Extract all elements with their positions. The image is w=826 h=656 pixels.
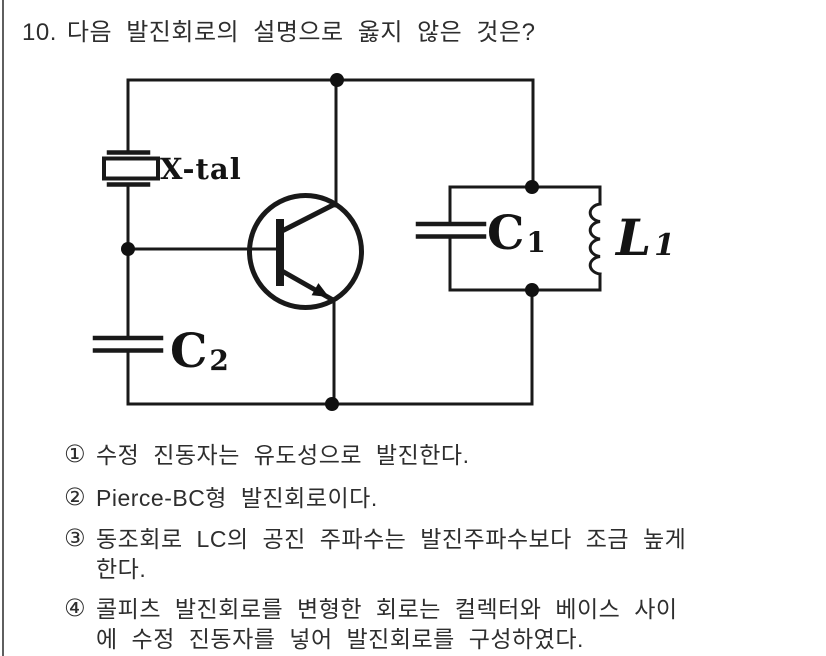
l1-main: L [614, 208, 651, 267]
c2-sub: 2 [209, 344, 228, 377]
question-text: 다음 발진회로의 설명으로 옳지 않은 것은? [66, 19, 536, 46]
capacitor-c1-label: C1 [487, 206, 546, 261]
page-left-border [2, 0, 4, 656]
option-4-text-line-2: 에 수정 진동자를 넣어 발진회로를 구성하였다. [96, 626, 584, 652]
option-4: ④ 콜피츠 발진회로를 변형한 회로는 컬렉터와 베이스 사이 에 수정 진동자… [64, 594, 812, 654]
inductor-l1-symbol [588, 185, 602, 292]
crystal-symbol [102, 150, 160, 187]
question-title: 10. 다음 발진회로의 설명으로 옳지 않은 것은? [22, 12, 802, 47]
capacitor-c2-symbol [92, 335, 164, 353]
option-3-text-line-1: 동조회로 LC의 공진 주파수는 발진주파수보다 조금 높게 [96, 526, 687, 552]
option-1: ① 수정 진동자는 유도성으로 발진한다. [64, 440, 812, 470]
capacitor-c1-symbol [415, 221, 487, 239]
circuit-wires [126, 78, 602, 406]
option-3-text-line-2: 한다. [96, 556, 147, 582]
capacitor-c2-label: C2 [170, 324, 229, 379]
l1-sub: 1 [654, 228, 675, 263]
option-3-number: ③ [64, 525, 86, 552]
emitter-arrow [311, 283, 329, 297]
option-1-text: 수정 진동자는 유도성으로 발진한다. [96, 442, 470, 468]
c1-main: C [487, 206, 524, 261]
c1-sub: 1 [526, 226, 545, 259]
option-1-number: ① [64, 441, 86, 468]
question-number: 10. [22, 19, 57, 46]
transistor-icon [247, 193, 364, 310]
option-4-text-line-1: 콜피츠 발진회로를 변형한 회로는 컬렉터와 베이스 사이 [96, 596, 678, 622]
junction-dots [121, 73, 539, 411]
option-3: ③ 동조회로 LC의 공진 주파수는 발진주파수보다 조금 높게 한다. [64, 524, 812, 584]
option-2: ② Pierce-BC형 발진회로이다. [64, 483, 812, 513]
c2-main: C [170, 324, 207, 379]
crystal-label: X-tal [160, 152, 242, 186]
option-4-number: ④ [64, 595, 86, 622]
option-2-text: Pierce-BC형 발진회로이다. [96, 485, 378, 511]
option-2-number: ② [64, 484, 86, 511]
answer-options: ① 수정 진동자는 유도성으로 발진한다. ② Pierce-BC형 발진회로이… [64, 440, 812, 654]
